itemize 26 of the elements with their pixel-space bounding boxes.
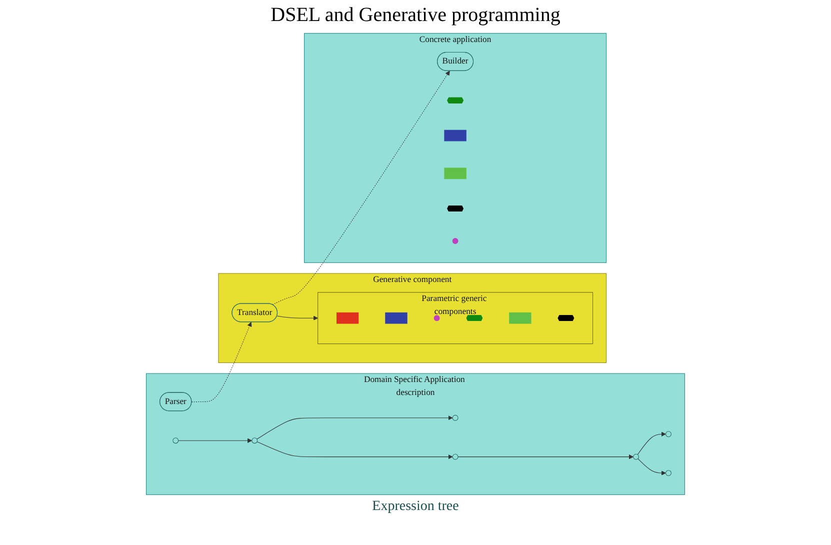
node-circle bbox=[666, 470, 672, 476]
tree-caption: Expression tree bbox=[372, 499, 459, 514]
node-circle bbox=[452, 414, 458, 421]
node-box bbox=[385, 312, 408, 324]
arrow bbox=[272, 70, 450, 305]
node-box bbox=[336, 312, 359, 324]
node-circle bbox=[252, 438, 258, 444]
node-circle bbox=[452, 454, 458, 460]
arrow bbox=[638, 458, 666, 476]
node-cross bbox=[509, 312, 532, 324]
diagram-title: DSEL and Generative programming bbox=[270, 4, 562, 27]
arrow bbox=[256, 441, 453, 460]
cluster: Parametric generic components bbox=[318, 292, 594, 344]
arrow bbox=[637, 432, 666, 455]
node-circle bbox=[452, 238, 458, 244]
node-cross bbox=[444, 168, 466, 180]
arrow bbox=[277, 316, 318, 320]
arrow bbox=[256, 416, 453, 440]
node-circle bbox=[666, 431, 672, 438]
node-circle bbox=[633, 454, 639, 460]
node-circle bbox=[434, 315, 440, 322]
arrow bbox=[178, 438, 252, 443]
node-circle bbox=[172, 438, 179, 444]
arrow bbox=[191, 322, 252, 402]
arrow bbox=[458, 454, 634, 460]
node-box bbox=[444, 130, 466, 142]
